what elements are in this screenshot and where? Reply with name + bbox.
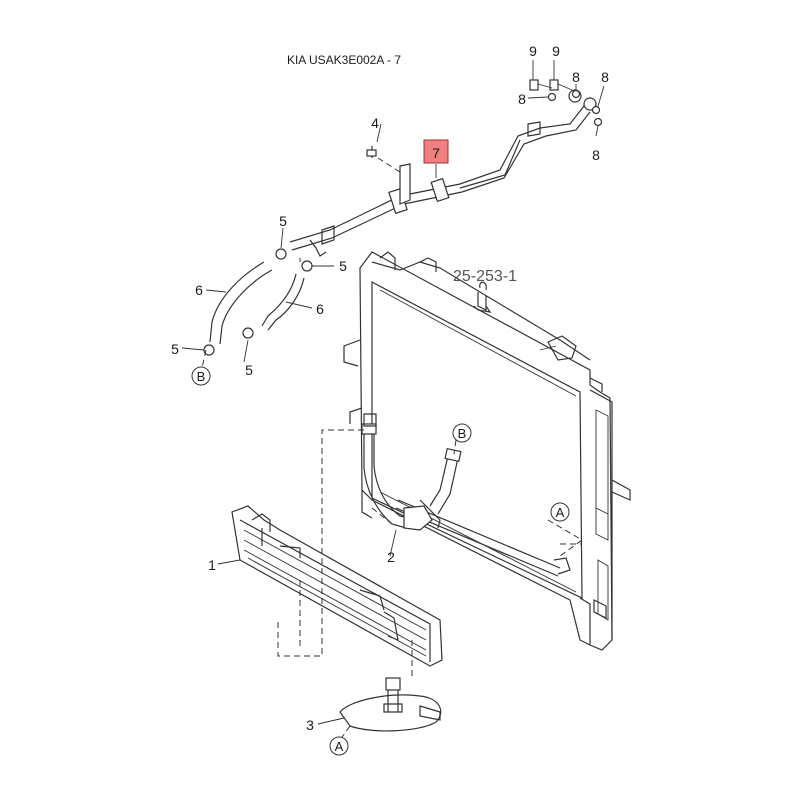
callout-8-left[interactable]: 8 [518, 91, 526, 107]
callout-7[interactable]: 7 [432, 145, 440, 161]
callout-5-left[interactable]: 5 [171, 341, 179, 357]
callout-9-left[interactable]: 9 [529, 43, 537, 59]
diagram-title: KIA USAK3E002A - 7 [287, 53, 401, 67]
callout-3[interactable]: 3 [306, 717, 314, 733]
dashed-connectors [201, 258, 583, 741]
callout-8-right[interactable]: 8 [601, 69, 609, 85]
reference-label[interactable]: 25-253-1 [453, 268, 517, 285]
callout-6-right[interactable]: 6 [316, 301, 324, 317]
circle-b-left: B [191, 366, 211, 386]
callout-9-right[interactable]: 9 [552, 43, 560, 59]
callout-2[interactable]: 2 [387, 549, 395, 565]
oil-cooler-drawing [231, 505, 443, 667]
hose-6-drawing [203, 248, 313, 356]
circle-b-right: B [452, 423, 472, 443]
pipe-assembly-drawing [289, 79, 603, 257]
callout-4[interactable]: 4 [371, 115, 379, 131]
callout-6-left[interactable]: 6 [195, 282, 203, 298]
circle-a-bottom-letter: A [335, 739, 344, 754]
callout-5-right[interactable]: 5 [339, 258, 347, 274]
callout-5-bottom[interactable]: 5 [245, 362, 253, 378]
circle-b-left-letter: B [197, 369, 206, 384]
circle-b-right-letter: B [458, 426, 467, 441]
circle-a-bottom: A [329, 736, 349, 756]
hose-3-drawing [339, 677, 442, 732]
callout-5-top[interactable]: 5 [279, 213, 287, 229]
callout-1[interactable]: 1 [208, 557, 216, 573]
leader-lines [181, 60, 605, 725]
circle-a-right: A [550, 502, 570, 522]
circle-a-right-letter: A [556, 505, 565, 520]
callout-8-top[interactable]: 8 [572, 69, 580, 85]
hose-2-drawing [361, 413, 462, 531]
part-7-highlight[interactable] [423, 139, 449, 164]
callout-8-bottom[interactable]: 8 [592, 147, 600, 163]
